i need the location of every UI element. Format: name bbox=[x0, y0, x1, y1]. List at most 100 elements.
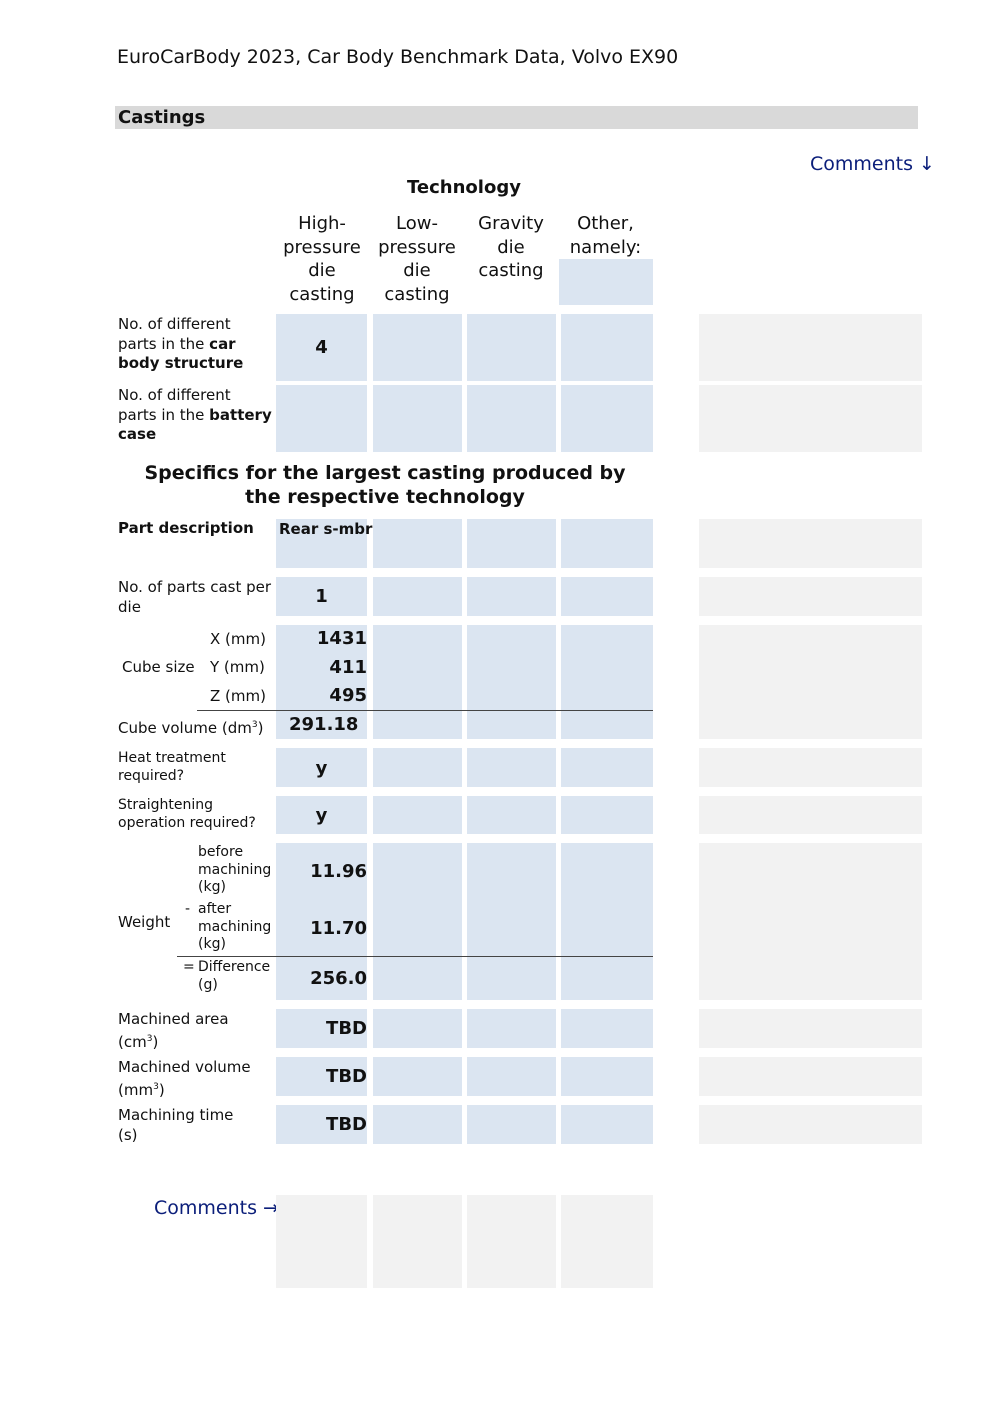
label-parts-battery: No. of different parts in the battery ca… bbox=[118, 386, 272, 443]
cell-part-description-hp[interactable] bbox=[276, 519, 367, 568]
other-namely-input[interactable] bbox=[559, 259, 653, 305]
comments-link-bottom[interactable]: Comments → bbox=[154, 1197, 279, 1219]
cell-parts-per-die-lp[interactable] bbox=[373, 577, 462, 616]
comment-parts-body[interactable] bbox=[699, 314, 922, 381]
label-part-description: Part description bbox=[118, 519, 254, 537]
label-parts-body: No. of different parts in the car body s… bbox=[118, 315, 244, 372]
comment-machining-time[interactable] bbox=[699, 1105, 922, 1144]
label-parts-per-die: No. of parts cast per die bbox=[118, 578, 272, 616]
cell-weight-lp[interactable] bbox=[373, 843, 462, 1000]
cell-straightening-lp[interactable] bbox=[373, 796, 462, 834]
cell-parts-battery-lp[interactable] bbox=[373, 385, 462, 452]
cell-weight-hp[interactable] bbox=[276, 843, 367, 1000]
label-cube-volume: Cube volume (dm3) bbox=[118, 719, 264, 737]
cell-straightening-hp[interactable] bbox=[276, 796, 367, 834]
cell-machined-area-lp[interactable] bbox=[373, 1009, 462, 1048]
section-bar bbox=[115, 106, 918, 129]
cell-cube-gr[interactable] bbox=[467, 625, 556, 739]
cell-part-description-ot[interactable] bbox=[561, 519, 653, 568]
label-weight-before: before machining (kg) bbox=[198, 844, 272, 895]
technology-heading: Technology bbox=[407, 177, 521, 198]
cell-weight-gr[interactable] bbox=[467, 843, 556, 1000]
label-cube-x: X (mm) bbox=[210, 630, 266, 648]
label-equals: = bbox=[183, 959, 195, 975]
cell-machined-area-gr[interactable] bbox=[467, 1009, 556, 1048]
value-part-description-hp: Rear s-mbr bbox=[279, 520, 373, 538]
value-cube-x: 1431 bbox=[316, 628, 367, 649]
value-machined-area: TBD bbox=[326, 1018, 367, 1039]
label-weight-after: after machining (kg) bbox=[198, 901, 272, 952]
cell-parts-battery-gr[interactable] bbox=[467, 385, 556, 452]
cell-machined-volume-gr[interactable] bbox=[467, 1057, 556, 1096]
label-cube-y: Y (mm) bbox=[210, 658, 265, 676]
comments-link-top[interactable]: Comments ↓ bbox=[810, 153, 935, 175]
specifics-heading: Specifics for the largest casting produc… bbox=[144, 462, 626, 508]
cell-machined-area-hp[interactable] bbox=[276, 1009, 367, 1048]
cell-machined-volume-ot[interactable] bbox=[561, 1057, 653, 1096]
cell-straightening-ot[interactable] bbox=[561, 796, 653, 834]
label-machined-volume: Machined volume(mm3) bbox=[118, 1058, 251, 1099]
value-machined-volume: TBD bbox=[326, 1066, 367, 1087]
cell-machined-volume-hp[interactable] bbox=[276, 1057, 367, 1096]
cell-part-description-lp[interactable] bbox=[373, 519, 462, 568]
label-heat-treatment: Heat treatment required? bbox=[118, 750, 226, 784]
comment-heat-treatment[interactable] bbox=[699, 748, 922, 787]
comment-straightening[interactable] bbox=[699, 796, 922, 834]
cell-machining-time-hp[interactable] bbox=[276, 1105, 367, 1144]
label-weight: Weight bbox=[118, 913, 171, 931]
comment-machined-area[interactable] bbox=[699, 1009, 922, 1048]
comment-parts-battery[interactable] bbox=[699, 385, 922, 452]
col-head-low-pressure: Low- pressure die casting bbox=[378, 213, 456, 305]
cell-parts-body-hp[interactable] bbox=[276, 314, 367, 381]
cell-part-description-gr[interactable] bbox=[467, 519, 556, 568]
label-cube-z: Z (mm) bbox=[210, 687, 266, 705]
comment-part-description[interactable] bbox=[699, 519, 922, 568]
label-minus: - bbox=[185, 901, 191, 917]
cell-parts-body-lp[interactable] bbox=[373, 314, 462, 381]
value-weight-before: 11.96 bbox=[310, 861, 367, 882]
section-title: Castings bbox=[118, 107, 206, 128]
label-weight-difference: Difference (g) bbox=[198, 959, 271, 993]
cell-parts-per-die-ot[interactable] bbox=[561, 577, 653, 616]
value-parts-per-die-hp: 1 bbox=[315, 586, 328, 607]
cell-parts-per-die-gr[interactable] bbox=[467, 577, 556, 616]
comment-column-lp[interactable] bbox=[373, 1195, 462, 1288]
value-cube-volume: 291.18 bbox=[289, 714, 359, 735]
cell-heat-treatment-hp[interactable] bbox=[276, 748, 367, 787]
cell-weight-ot[interactable] bbox=[561, 843, 653, 1000]
cell-machining-time-ot[interactable] bbox=[561, 1105, 653, 1144]
comment-machined-volume[interactable] bbox=[699, 1057, 922, 1096]
label-cube-size: Cube size bbox=[122, 658, 195, 676]
cube-divider bbox=[197, 710, 653, 711]
comment-parts-per-die[interactable] bbox=[699, 577, 922, 616]
value-cube-z: 495 bbox=[329, 685, 367, 706]
comment-column-hp[interactable] bbox=[276, 1195, 367, 1288]
cell-machined-area-ot[interactable] bbox=[561, 1009, 653, 1048]
cell-parts-body-gr[interactable] bbox=[467, 314, 556, 381]
value-parts-body-hp: 4 bbox=[315, 337, 328, 358]
cell-machining-time-gr[interactable] bbox=[467, 1105, 556, 1144]
cell-cube-lp[interactable] bbox=[373, 625, 462, 739]
value-straightening: y bbox=[315, 805, 328, 826]
cell-parts-per-die-hp[interactable] bbox=[276, 577, 367, 616]
cell-machining-time-lp[interactable] bbox=[373, 1105, 462, 1144]
cell-cube-hp[interactable] bbox=[276, 625, 367, 739]
label-machined-area: Machined area(cm3) bbox=[118, 1010, 229, 1051]
cell-machined-volume-lp[interactable] bbox=[373, 1057, 462, 1096]
cell-heat-treatment-gr[interactable] bbox=[467, 748, 556, 787]
cell-parts-battery-ot[interactable] bbox=[561, 385, 653, 452]
value-cube-y: 411 bbox=[329, 657, 367, 678]
cell-heat-treatment-lp[interactable] bbox=[373, 748, 462, 787]
cell-cube-ot[interactable] bbox=[561, 625, 653, 739]
comment-column-gr[interactable] bbox=[467, 1195, 556, 1288]
value-weight-difference: 256.0 bbox=[310, 968, 367, 989]
comment-column-ot[interactable] bbox=[561, 1195, 653, 1288]
cell-straightening-gr[interactable] bbox=[467, 796, 556, 834]
value-heat-treatment: y bbox=[315, 758, 328, 779]
cell-parts-battery-hp[interactable] bbox=[276, 385, 367, 452]
comment-weight[interactable] bbox=[699, 843, 922, 1000]
comment-cube[interactable] bbox=[699, 625, 922, 739]
label-straightening: Straightening operation required? bbox=[118, 797, 256, 831]
cell-parts-body-ot[interactable] bbox=[561, 314, 653, 381]
cell-heat-treatment-ot[interactable] bbox=[561, 748, 653, 787]
